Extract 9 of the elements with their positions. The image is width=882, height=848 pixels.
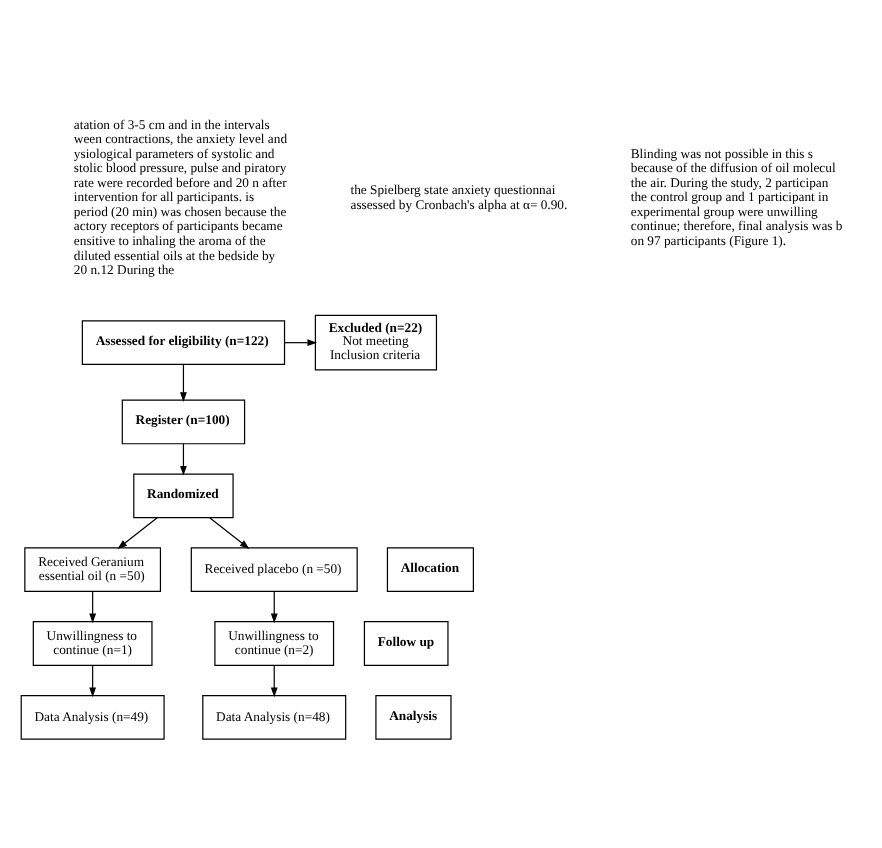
arrow (270, 663, 278, 697)
arrow (209, 516, 250, 548)
arrow (180, 442, 187, 475)
arrow (180, 362, 187, 401)
arrow (283, 338, 318, 346)
arrow (89, 663, 97, 697)
arrow (89, 589, 97, 623)
arrow (117, 516, 158, 548)
arrow (270, 589, 278, 623)
